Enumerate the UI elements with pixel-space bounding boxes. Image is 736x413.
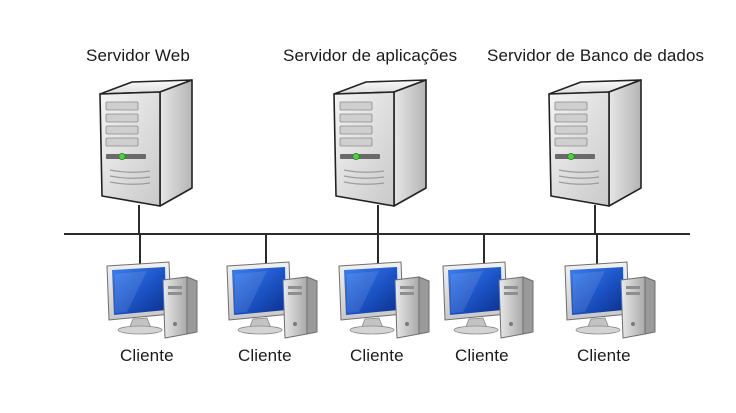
server-tower-icon xyxy=(333,79,427,207)
client-label: Cliente xyxy=(120,346,174,365)
server-label-web: Servidor Web xyxy=(86,46,190,65)
desktop-computer-icon xyxy=(226,261,318,339)
client-label: Cliente xyxy=(238,346,292,365)
client-label: Cliente xyxy=(455,346,509,365)
server-label-database: Servidor de Banco de dados xyxy=(487,46,705,65)
desktop-computer-icon xyxy=(338,261,430,339)
server-tower-icon xyxy=(99,79,193,207)
desktop-computer-icon xyxy=(106,261,198,339)
server-tower-icon xyxy=(548,79,642,207)
desktop-computer-icon xyxy=(564,261,656,339)
desktop-computer-icon xyxy=(442,261,534,339)
server-label-application: Servidor de aplicações xyxy=(283,46,458,65)
client-label: Cliente xyxy=(350,346,404,365)
client-label: Cliente xyxy=(577,346,631,365)
